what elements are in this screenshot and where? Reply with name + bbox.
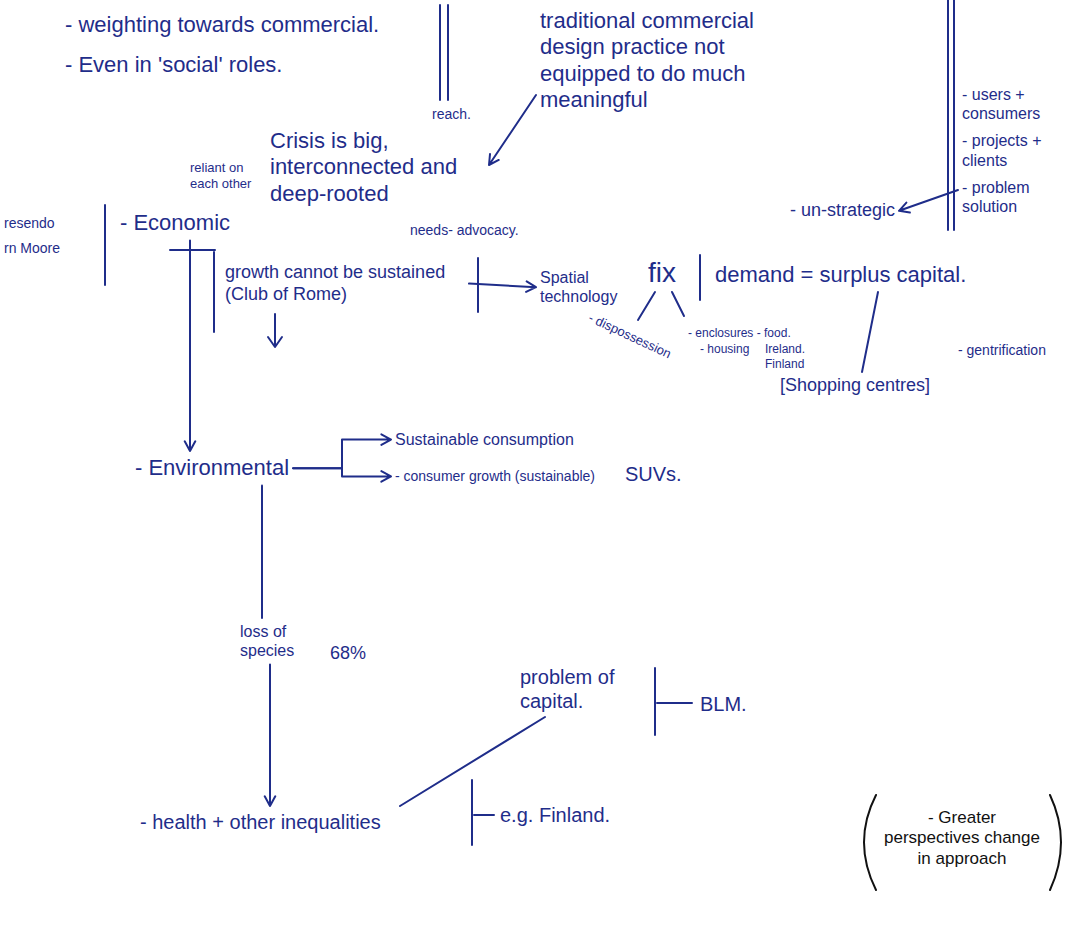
annotation: BLM.: [700, 692, 747, 716]
bracket-line: [655, 668, 692, 735]
annotation: resendo: [4, 215, 55, 232]
note-block: - Economic: [120, 210, 230, 236]
arrow-connector: [261, 485, 263, 618]
annotation: rn Moore: [4, 240, 60, 257]
arrow-connector: [469, 281, 536, 292]
note-block: - Environmental: [135, 455, 289, 481]
note-text: - health + other inequalities: [140, 810, 381, 834]
arrow-connector: [293, 468, 391, 481]
annotation: reliant on each other: [190, 160, 262, 191]
annotation: - Even in 'social' roles.: [65, 52, 283, 78]
note-text: Sustainable consumption: [395, 430, 574, 449]
arrow-connector: [899, 190, 958, 213]
note-block: problem of capital.: [520, 665, 645, 713]
note-text: Crisis is big, interconnected and deep-r…: [270, 128, 485, 207]
note-block: traditional commercial design practice n…: [540, 8, 805, 114]
double-bar: [948, 0, 954, 230]
annotation: 68%: [330, 643, 366, 665]
note-text: - Economic: [120, 210, 230, 236]
bracket-line: [170, 250, 215, 332]
annotation: e.g. Finland.: [500, 803, 610, 827]
annotation: - dispossession: [586, 310, 674, 362]
annotation: demand = surplus capital.: [715, 262, 966, 288]
note-block: Crisis is big, interconnected and deep-r…: [270, 128, 485, 207]
note-text: problem of capital.: [520, 665, 645, 713]
note-text: - un-strategic: [790, 200, 895, 222]
parenthesis: [864, 795, 1061, 890]
leader-line: [862, 292, 878, 372]
annotation: fix: [648, 256, 676, 290]
down-arrow: [268, 314, 282, 347]
arrow-connector: [489, 95, 536, 165]
note-block: - un-strategic: [790, 200, 895, 222]
note-text: - projects + clients: [962, 131, 1068, 169]
annotation: [Shopping centres]: [780, 375, 930, 397]
arrow-connector: [400, 717, 545, 806]
note-text: loss of species: [240, 622, 312, 660]
bracket-line: [472, 780, 494, 845]
arrow-connector: [293, 434, 391, 468]
arrow-connector: [185, 240, 196, 451]
annotation: - housing: [700, 342, 749, 356]
note-text: - Environmental: [135, 455, 289, 481]
note-block: loss of species: [240, 622, 312, 660]
annotation: - Greater perspectives change in approac…: [878, 808, 1046, 869]
note-text: Spatial technology: [540, 268, 635, 306]
note-block: - users + consumers - projects + clients -…: [962, 85, 1068, 216]
note-block: growth cannot be sustained (Club of Rome…: [225, 262, 465, 305]
annotation: Ireland.: [765, 342, 805, 356]
annotation: - enclosures - food.: [688, 326, 791, 340]
note-text: traditional commercial design practice n…: [540, 8, 805, 114]
note-text: - users + consumers: [962, 85, 1068, 123]
annotation: SUVs.: [625, 462, 682, 486]
annotation: reach.: [432, 106, 471, 123]
note-block: Spatial technology: [540, 268, 635, 306]
note-block: - health + other inequalities: [140, 810, 381, 834]
leader-line: [638, 292, 684, 320]
note-text: - problem solution: [962, 178, 1068, 216]
note-text: - consumer growth (sustainable): [395, 468, 595, 485]
arrow-connector: [265, 664, 276, 806]
note-text: growth cannot be sustained (Club of Rome…: [225, 262, 465, 305]
annotation: - gentrification: [958, 342, 1046, 359]
note-block: Sustainable consumption: [395, 430, 574, 449]
annotation: Finland: [765, 357, 804, 371]
double-bar: [440, 5, 448, 100]
annotation: needs- advocacy.: [410, 222, 519, 239]
divider-line: [104, 205, 106, 285]
divider-line: [699, 255, 701, 300]
note-block: - consumer growth (sustainable): [395, 468, 595, 485]
annotation: - weighting towards commercial.: [65, 12, 379, 38]
